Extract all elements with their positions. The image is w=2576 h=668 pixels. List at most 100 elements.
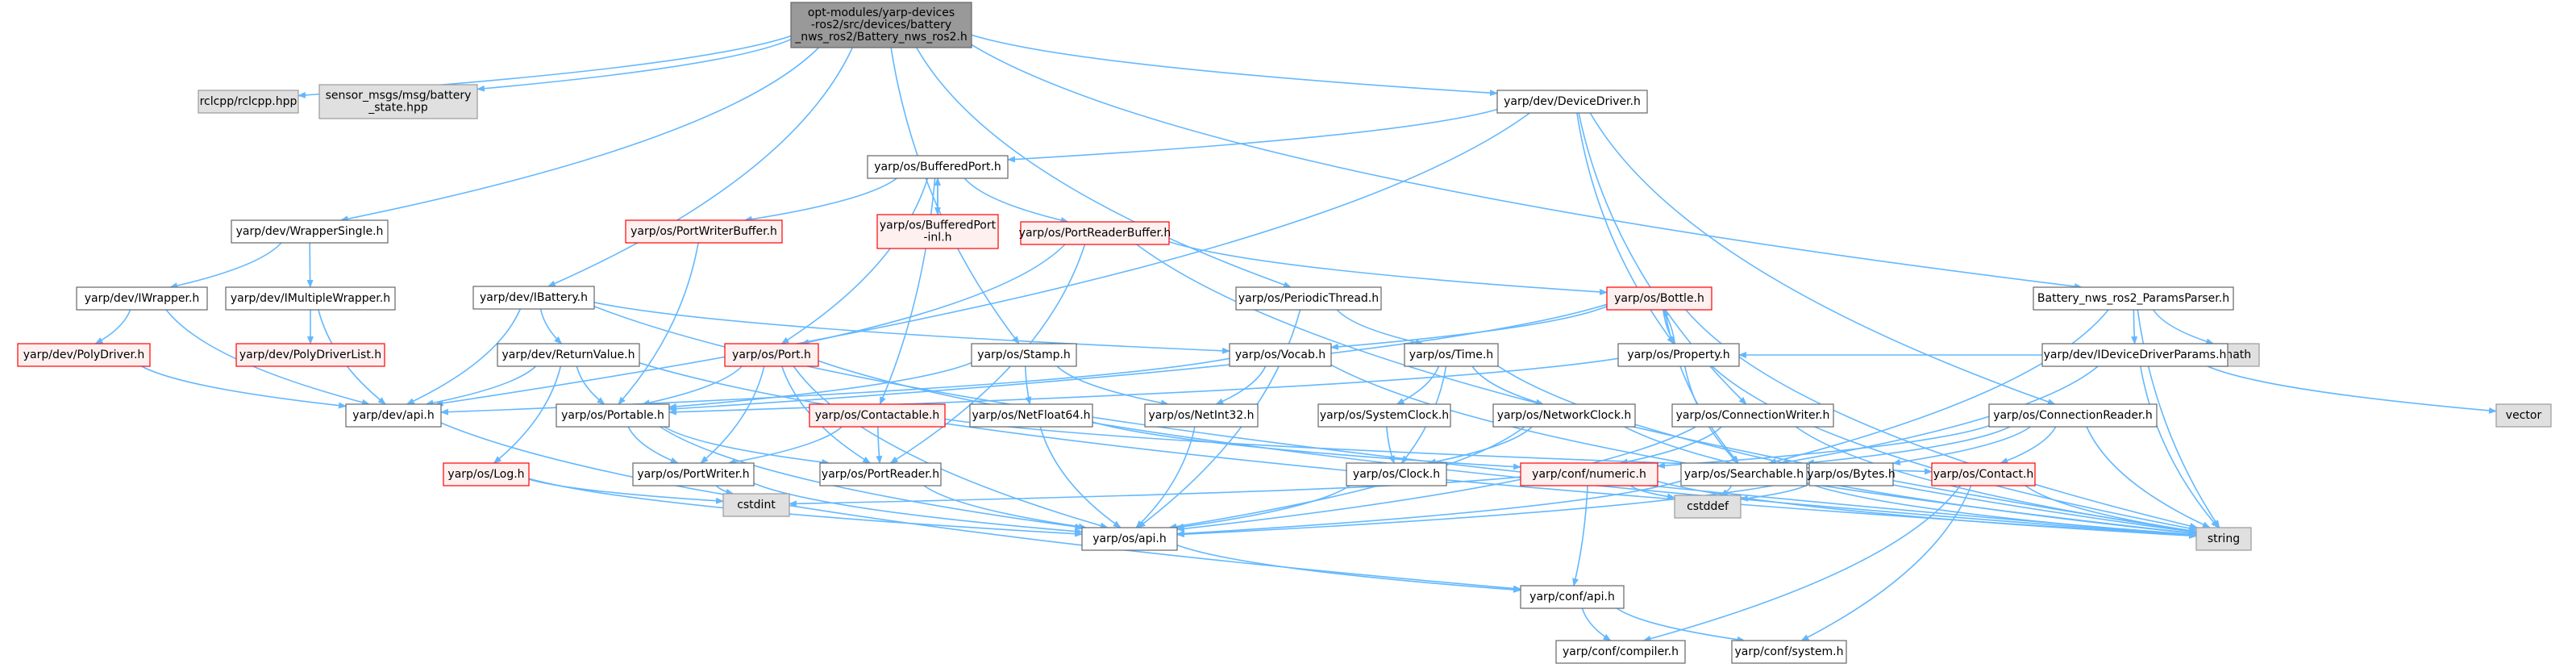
node-time[interactable]: yarp/os/Time.h bbox=[1404, 343, 1499, 367]
node-box-battery_state bbox=[318, 84, 478, 119]
node-label-netfloat64-0: yarp/os/NetFloat64.h bbox=[972, 409, 1090, 422]
node-conf_api[interactable]: yarp/conf/api.h bbox=[1520, 585, 1625, 609]
node-searchable[interactable]: yarp/os/Searchable.h bbox=[1680, 462, 1808, 486]
node-label-polydriver-0: yarp/dev/PolyDriver.h bbox=[23, 349, 145, 361]
edge-devicedriver-to-connectionwriter bbox=[1578, 112, 1747, 405]
edge-numeric-to-cstdint bbox=[789, 476, 1521, 507]
edge-vocab-to-string bbox=[1330, 364, 2197, 536]
edge-property-to-bottle bbox=[1663, 309, 1675, 344]
node-params_parser[interactable]: Battery_nws_ros2_ParamsParser.h bbox=[2033, 286, 2234, 311]
node-property[interactable]: yarp/os/Property.h bbox=[1617, 343, 1740, 367]
node-box-imultiple bbox=[225, 286, 396, 311]
node-imultiple[interactable]: yarp/dev/IMultipleWrapper.h bbox=[225, 286, 396, 311]
node-root[interactable]: opt-modules/yarp-devices-ros2/src/device… bbox=[790, 2, 972, 48]
node-box-searchable bbox=[1680, 462, 1808, 486]
node-polydriverlist[interactable]: yarp/dev/PolyDriverList.h bbox=[235, 343, 385, 367]
node-portreader[interactable]: yarp/os/PortReader.h bbox=[819, 462, 942, 486]
node-rclcpp[interactable]: rclcpp/rclcpp.hpp bbox=[198, 90, 299, 114]
node-label-battery_state-1: _state.hpp bbox=[368, 102, 428, 115]
node-iwrapper[interactable]: yarp/dev/IWrapper.h bbox=[76, 286, 208, 311]
node-portreaderbuffer[interactable]: yarp/os/PortReaderBuffer.h bbox=[1019, 221, 1171, 245]
node-label-contactable-0: yarp/os/Contactable.h bbox=[815, 409, 940, 422]
node-connectionreader[interactable]: yarp/os/ConnectionReader.h bbox=[1988, 403, 2158, 428]
node-label-systemclock-0: yarp/os/SystemClock.h bbox=[1320, 409, 1449, 422]
node-box-log bbox=[443, 462, 530, 486]
node-box-portwriterbuffer bbox=[625, 219, 783, 244]
node-contactable[interactable]: yarp/os/Contactable.h bbox=[809, 403, 946, 428]
node-portable[interactable]: yarp/os/Portable.h bbox=[556, 403, 670, 428]
node-system[interactable]: yarp/conf/system.h bbox=[1731, 640, 1847, 664]
node-string[interactable]: string bbox=[2195, 527, 2252, 551]
node-label-bytes-0: yarp/os/Bytes.h bbox=[1807, 468, 1895, 481]
edge-root-to-wrapper_single bbox=[339, 47, 820, 223]
node-cstdint[interactable]: cstdint bbox=[722, 493, 790, 517]
node-bottle[interactable]: yarp/os/Bottle.h bbox=[1606, 286, 1712, 311]
edge-wrapper_single-to-iwrapper bbox=[169, 242, 282, 289]
edge-stamp-to-portable bbox=[668, 361, 972, 410]
node-box-iwrapper bbox=[76, 286, 208, 311]
node-polydriver[interactable]: yarp/dev/PolyDriver.h bbox=[17, 343, 151, 367]
edge-portreaderbuffer-to-string bbox=[1136, 244, 2197, 534]
node-systemclock[interactable]: yarp/os/SystemClock.h bbox=[1317, 403, 1451, 428]
node-label-string-0: string bbox=[2208, 532, 2240, 545]
edge-bufferedport-to-portwriterbuffer bbox=[743, 177, 897, 223]
node-ideviceparams[interactable]: yarp/dev/IDeviceDriverParams.h bbox=[2041, 343, 2229, 367]
node-periodicthread[interactable]: yarp/os/PeriodicThread.h bbox=[1235, 286, 1382, 311]
node-label-contact-0: yarp/os/Contact.h bbox=[1933, 468, 2034, 481]
node-networkclock[interactable]: yarp/os/NetworkClock.h bbox=[1492, 403, 1636, 428]
node-battery_state[interactable]: sensor_msgs/msg/battery_state.hpp bbox=[318, 84, 478, 119]
node-devicedriver[interactable]: yarp/dev/DeviceDriver.h bbox=[1496, 90, 1648, 114]
node-box-time bbox=[1404, 343, 1499, 367]
edge-params_parser-to-string bbox=[2137, 309, 2220, 528]
node-box-bytes bbox=[1808, 462, 1894, 486]
node-label-portwriter-0: yarp/os/PortWriter.h bbox=[637, 468, 749, 481]
node-netfloat64[interactable]: yarp/os/NetFloat64.h bbox=[969, 403, 1093, 428]
node-os_api[interactable]: yarp/os/api.h bbox=[1081, 527, 1178, 551]
node-returnvalue[interactable]: yarp/dev/ReturnValue.h bbox=[497, 343, 640, 367]
edge-conf_api-to-system bbox=[1616, 607, 1746, 643]
node-vector[interactable]: vector bbox=[2495, 403, 2552, 428]
edge-params_parser-to-ideviceparams bbox=[2131, 309, 2138, 344]
node-bytes[interactable]: yarp/os/Bytes.h bbox=[1807, 462, 1896, 486]
edge-numeric-to-cstddef bbox=[1630, 485, 1675, 500]
node-box-bufferedport bbox=[867, 155, 1009, 179]
node-box-polydriverlist bbox=[235, 343, 385, 367]
edge-contact-to-system bbox=[1800, 485, 1972, 641]
node-label-conf_api-0: yarp/conf/api.h bbox=[1529, 591, 1615, 603]
node-box-bufferedport_inl bbox=[876, 214, 999, 249]
edge-returnvalue-to-portable bbox=[576, 365, 606, 405]
node-vocab[interactable]: yarp/os/Vocab.h bbox=[1229, 343, 1332, 367]
node-clock[interactable]: yarp/os/Clock.h bbox=[1346, 462, 1447, 486]
node-label-polydriverlist-0: yarp/dev/PolyDriverList.h bbox=[239, 349, 381, 361]
node-dev_api[interactable]: yarp/dev/api.h bbox=[345, 403, 442, 428]
node-ibattery[interactable]: yarp/dev/IBattery.h bbox=[472, 286, 595, 310]
node-box-devicedriver bbox=[1496, 90, 1648, 114]
node-log[interactable]: yarp/os/Log.h bbox=[443, 462, 530, 486]
node-cstddef[interactable]: cstddef bbox=[1674, 495, 1742, 519]
node-numeric[interactable]: yarp/conf/numeric.h bbox=[1520, 462, 1658, 486]
node-box-ibattery bbox=[472, 286, 595, 310]
edge-portwriter-to-cstdint bbox=[716, 485, 735, 495]
node-netint32[interactable]: yarp/os/NetInt32.h bbox=[1144, 403, 1259, 428]
node-box-periodicthread bbox=[1235, 286, 1382, 311]
edge-portable-to-portreader bbox=[664, 426, 830, 466]
edge-numeric-to-string bbox=[1657, 480, 2197, 539]
edge-root-to-periodicthread bbox=[916, 47, 1292, 288]
edge-networkclock-to-clock bbox=[1427, 426, 1533, 466]
node-box-dev_api bbox=[345, 403, 442, 428]
node-portwriterbuffer[interactable]: yarp/os/PortWriterBuffer.h bbox=[625, 219, 783, 244]
node-wrapper_single[interactable]: yarp/dev/WrapperSingle.h bbox=[231, 219, 389, 244]
node-label-property-0: yarp/os/Property.h bbox=[1627, 349, 1729, 361]
node-bufferedport[interactable]: yarp/os/BufferedPort.h bbox=[867, 155, 1009, 179]
node-compiler[interactable]: yarp/conf/compiler.h bbox=[1555, 640, 1686, 664]
node-connectionwriter[interactable]: yarp/os/ConnectionWriter.h bbox=[1671, 403, 1834, 428]
node-contact[interactable]: yarp/os/Contact.h bbox=[1931, 462, 2036, 486]
edge-stamp-to-netfloat64 bbox=[1024, 365, 1032, 405]
node-label-bufferedport_inl-1: -inl.h bbox=[923, 232, 951, 244]
node-port[interactable]: yarp/os/Port.h bbox=[724, 343, 819, 367]
node-bufferedport_inl[interactable]: yarp/os/BufferedPort-inl.h bbox=[876, 214, 999, 249]
node-portwriter[interactable]: yarp/os/PortWriter.h bbox=[632, 462, 755, 486]
edge-iwrapper-to-polydriver bbox=[94, 309, 131, 344]
nodes-layer: opt-modules/yarp-devices-ros2/src/device… bbox=[17, 2, 2552, 664]
node-stamp[interactable]: yarp/os/Stamp.h bbox=[971, 343, 1077, 367]
